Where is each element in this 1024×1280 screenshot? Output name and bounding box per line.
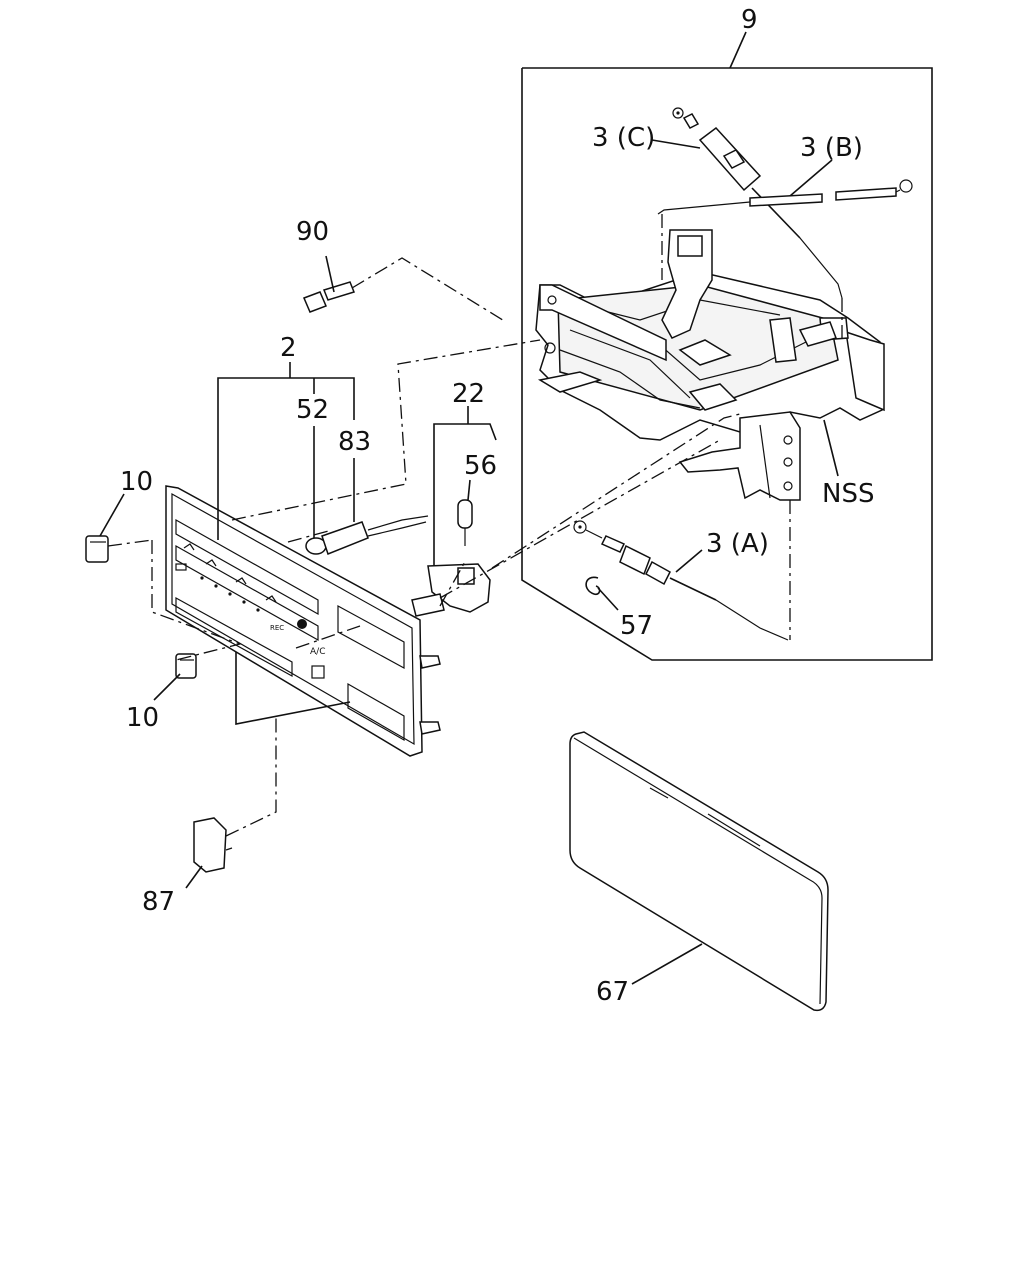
label-57: 57: [620, 611, 653, 641]
knob-10-upper: [85, 535, 109, 563]
front-panel: A/C REC: [165, 485, 441, 757]
label-3a: 3 (A): [706, 529, 769, 559]
bulb-52-socket-83: [305, 515, 429, 555]
cable-3a: [573, 520, 789, 641]
callout-labels: 9 3 (C) 3 (B) 90 2 52 83 22 56 10 10 NSS…: [120, 5, 874, 1007]
switch-22: [411, 563, 491, 617]
label-nss: NSS: [822, 479, 874, 509]
bolt-90: [303, 281, 355, 313]
label-52: 52: [296, 395, 329, 425]
label-90: 90: [296, 217, 329, 247]
clip-57: [585, 576, 601, 596]
label-3c: 3 (C): [592, 123, 655, 153]
label-87: 87: [142, 887, 175, 917]
label-83: 83: [338, 427, 371, 457]
button-87: [193, 817, 233, 873]
cable-3b: [657, 179, 913, 215]
cable-3c: [672, 107, 843, 299]
alignment-lines: [107, 214, 843, 837]
knob-10-lower: [175, 653, 197, 679]
rec-marking: REC: [270, 624, 284, 632]
ac-marking: A/C: [310, 647, 325, 657]
label-56: 56: [464, 451, 497, 481]
label-67: 67: [596, 977, 629, 1007]
label-10-upper: 10: [120, 467, 153, 497]
label-2: 2: [280, 333, 297, 363]
bulb-56: [457, 499, 473, 546]
assembly-9-frame: [521, 31, 933, 661]
label-3b: 3 (B): [800, 133, 863, 163]
label-10-lower: 10: [126, 703, 159, 733]
label-9: 9: [741, 5, 758, 35]
control-unit-housing: [535, 229, 885, 501]
cover-67: [569, 731, 829, 1012]
label-22: 22: [452, 379, 485, 409]
leader-lines: [99, 139, 839, 985]
